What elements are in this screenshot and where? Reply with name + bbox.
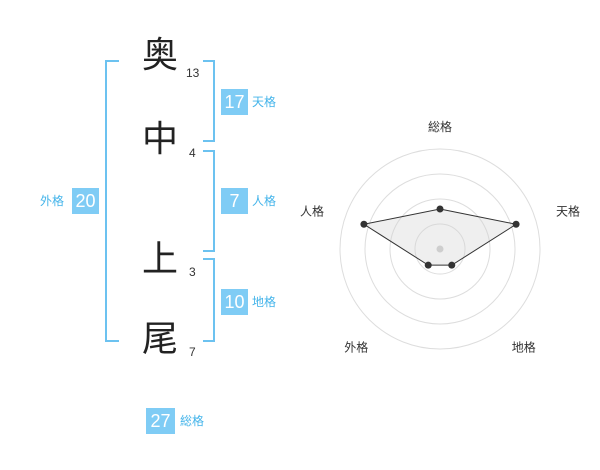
stroke-count-2: 4 xyxy=(189,146,196,160)
radar-point-5 xyxy=(360,220,368,228)
radar-center-dot xyxy=(436,245,444,253)
radar-axis-label: 地格 xyxy=(512,340,536,355)
tenkaku-bracket xyxy=(203,60,215,142)
chikaku-label: 地格 xyxy=(252,295,277,309)
radar-point-1 xyxy=(436,205,444,213)
tenkaku-label: 天格 xyxy=(252,95,277,109)
radar-axis-label: 天格 xyxy=(556,203,580,218)
name-char-4: 尾 xyxy=(141,319,178,360)
jinkaku-bracket xyxy=(203,150,215,252)
tenkaku-value-badge: 17 xyxy=(221,89,248,115)
radar-data-polygon xyxy=(362,208,518,266)
radar-axis-label: 人格 xyxy=(300,203,324,218)
radar-axis-label: 総格 xyxy=(428,119,452,134)
jinkaku-label: 人格 xyxy=(252,194,277,208)
gaikaku-bracket xyxy=(105,60,119,342)
radar-grid-ring xyxy=(364,173,516,325)
gaikaku-value-badge: 20 xyxy=(72,188,99,214)
name-char-1: 奥 xyxy=(141,35,178,76)
radar-grid-ring xyxy=(339,148,541,350)
name-char-3: 上 xyxy=(141,239,178,280)
stroke-count-4: 7 xyxy=(189,345,196,359)
chikaku-bracket xyxy=(203,258,215,342)
radar-axis-label: 外格 xyxy=(344,340,368,355)
name-char-2: 中 xyxy=(141,119,178,160)
radar-grid-ring xyxy=(389,198,491,300)
stroke-count-1: 13 xyxy=(186,66,200,80)
soukaku-value-badge: 27 xyxy=(146,408,175,434)
soukaku-label: 総格 xyxy=(180,414,205,428)
radar-point-2 xyxy=(512,220,520,228)
chikaku-value-badge: 10 xyxy=(221,289,248,315)
gaikaku-label: 外格 xyxy=(40,194,65,208)
radar-point-3 xyxy=(448,261,456,269)
radar-grid-ring xyxy=(414,223,466,275)
radar-point-4 xyxy=(424,261,432,269)
jinkaku-value-badge: 7 xyxy=(221,188,248,214)
stroke-count-3: 3 xyxy=(189,265,196,279)
